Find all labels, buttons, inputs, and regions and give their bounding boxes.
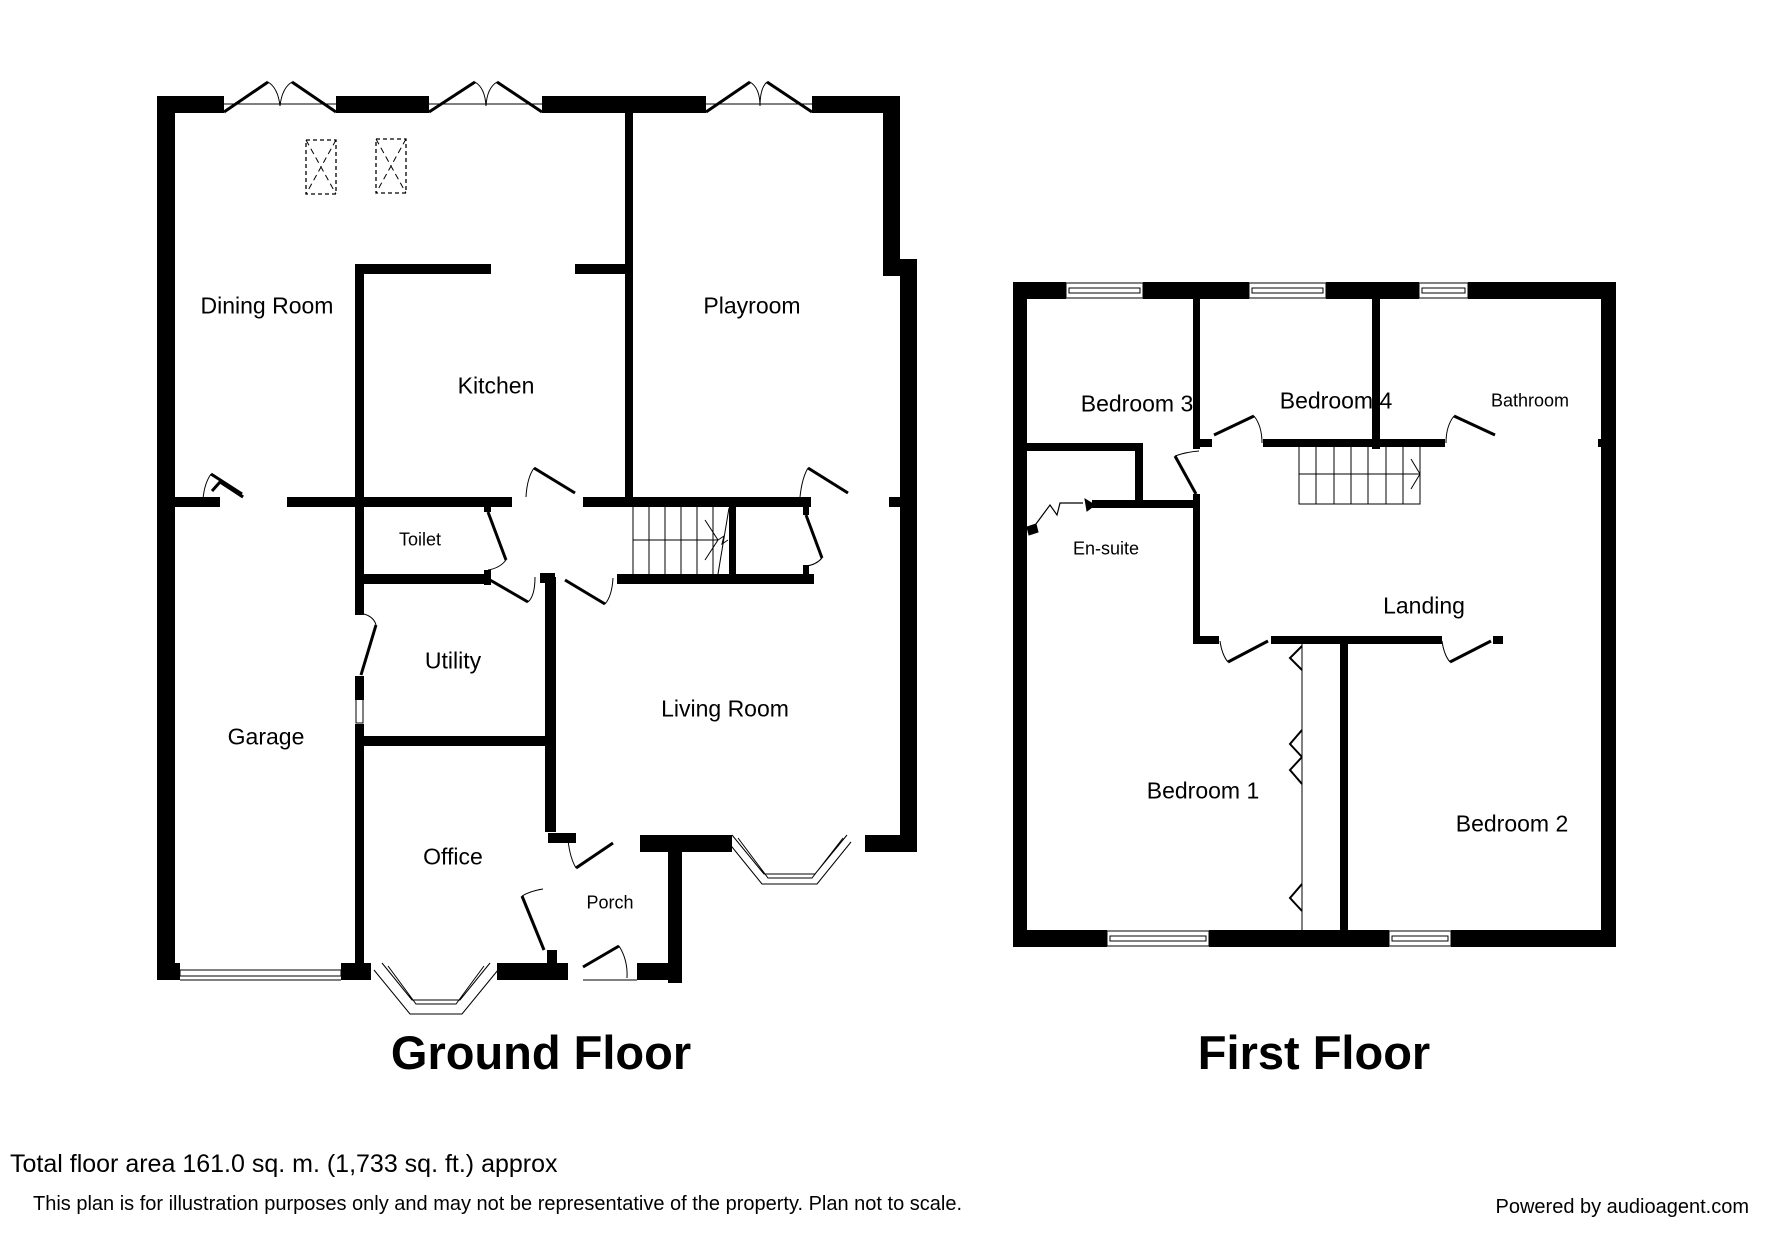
room-label-toilet: Toilet [398,529,442,550]
ground-floor-details [179,80,852,1015]
room-label-en-suite: En-suite [1072,538,1140,559]
room-label-kitchen: Kitchen [457,372,535,399]
room-label-office: Office [423,843,483,870]
room-label-bedroom-1: Bedroom 1 [1146,777,1260,804]
room-label-bedroom-3: Bedroom 3 [1080,390,1194,417]
first-floor-details [1026,282,1496,947]
room-label-porch: Porch [586,892,634,913]
total-floor-area: Total floor area 161.0 sq. m. (1,733 sq.… [10,1150,558,1178]
ground-floor-title: Ground Floor [390,1026,692,1079]
room-label-playroom: Playroom [703,292,801,319]
room-label-bedroom-4: Bedroom 4 [1279,387,1393,414]
room-label-bathroom: Bathroom [1490,390,1570,411]
room-label-living-room: Living Room [661,695,789,722]
room-label-landing: Landing [1383,592,1465,619]
disclaimer-text: This plan is for illustration purposes o… [33,1193,963,1215]
room-label-bedroom-2: Bedroom 2 [1455,810,1569,837]
first-floor-title: First Floor [1197,1026,1431,1079]
first-floor-walls [1013,282,1616,947]
room-label-utility: Utility [424,647,482,674]
room-label-dining-room: Dining Room [200,292,334,319]
room-label-garage: Garage [227,723,305,750]
powered-by-text: Powered by audioagent.com [1495,1196,1750,1218]
ground-floor-walls [157,96,917,983]
